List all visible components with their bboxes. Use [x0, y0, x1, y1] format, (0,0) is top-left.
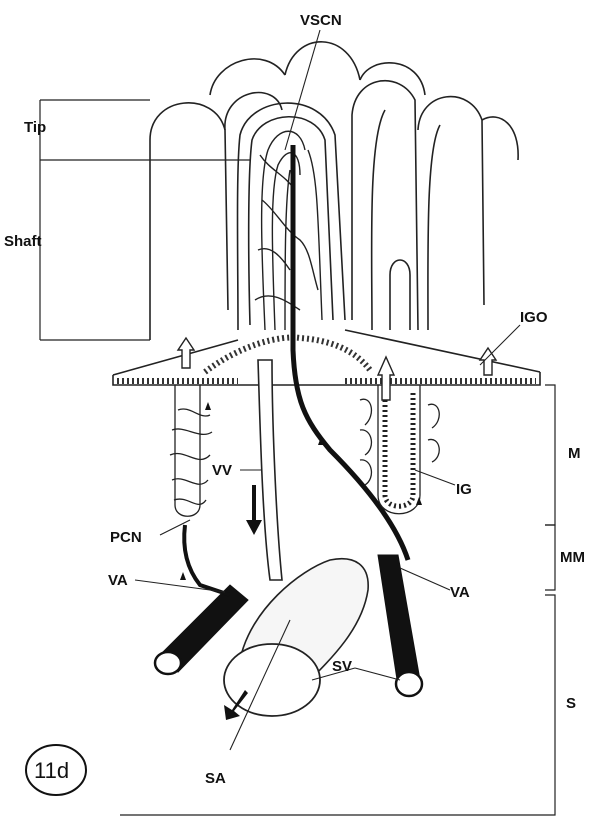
label-va-right: VA [450, 584, 470, 601]
right-center-inner [372, 110, 385, 330]
left-back-villus [225, 93, 282, 130]
leader-ig [415, 470, 455, 485]
surface-top [113, 330, 540, 385]
label-igo: IGO [520, 309, 548, 326]
label-vscn: VSCN [300, 12, 342, 29]
right-crypt-capillaries [360, 399, 439, 485]
capillary-loop-4 [262, 200, 318, 290]
label-s: S [566, 695, 576, 712]
label-m: M [568, 445, 581, 462]
villi-outlines [150, 42, 518, 340]
right-villus-inner [428, 125, 440, 330]
capillary-loop-3 [285, 170, 290, 330]
submucosal-artery-right [378, 555, 420, 686]
figure-number-badge: 11d [26, 745, 86, 795]
leader-va-right [400, 568, 450, 590]
down-arrow-black [246, 485, 262, 535]
left-crypt-arteriole [184, 525, 230, 595]
mucosal-surface [113, 330, 540, 385]
layer-bracket-s [545, 595, 555, 815]
back-villus-1 [210, 59, 285, 95]
tip-shaft-bracket [40, 100, 250, 340]
right-crypt-inner [385, 390, 413, 506]
submucosal-artery-left-end [155, 652, 181, 674]
left-crypt-capillaries [170, 409, 212, 504]
label-vv: VV [212, 462, 232, 479]
small-up-arrow-1 [205, 402, 211, 410]
leader-va-left [135, 580, 225, 592]
capillary-loop-7 [308, 150, 322, 320]
far-right-villus [482, 117, 518, 160]
villus-subepithelial-capillary-network [255, 131, 322, 330]
label-tip: Tip [24, 119, 46, 136]
layer-bracket-mm [545, 525, 555, 590]
small-up-arrow-4 [180, 572, 186, 580]
layer-bracket-m [545, 385, 555, 525]
label-sa: SA [205, 770, 226, 787]
right-villus-oval [390, 260, 410, 330]
label-sv: SV [332, 658, 352, 675]
small-up-arrow-3 [416, 497, 422, 505]
figure-number: 11d [34, 758, 69, 783]
leader-igo [480, 325, 520, 365]
pericryptal-capillary-network-left [170, 385, 230, 595]
leader-sv-2 [355, 668, 400, 680]
label-ig: IG [456, 481, 472, 498]
back-villus-3 [360, 63, 425, 95]
label-mm: MM [560, 549, 585, 566]
submucosal-artery-right-end [396, 672, 422, 696]
left-villus [150, 103, 228, 340]
left-crypt [175, 385, 200, 516]
right-center-villus [352, 81, 418, 330]
label-va-left: VA [108, 572, 128, 589]
label-pcn: PCN [110, 529, 142, 546]
back-villus-2 [285, 42, 360, 80]
label-shaft: Shaft [4, 233, 42, 250]
